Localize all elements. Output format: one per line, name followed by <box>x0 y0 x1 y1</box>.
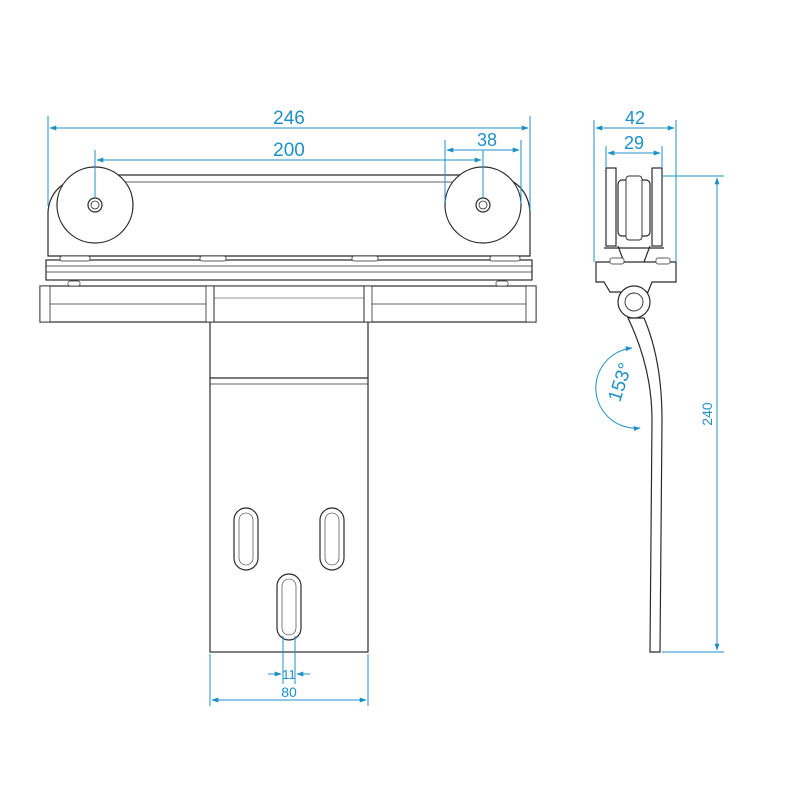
side-arm <box>627 317 663 653</box>
side-view <box>595 167 677 653</box>
base-rail <box>45 259 533 281</box>
side-roller-frame-right <box>651 167 663 247</box>
dim-overall-width: 246 <box>273 108 305 129</box>
dim-slot-width: 11 <box>282 667 296 682</box>
dim-plate-width: 80 <box>281 684 297 700</box>
dim-roller-diameter: 38 <box>477 130 497 150</box>
dim-roller-width: 29 <box>624 133 644 153</box>
side-roller-frame-left <box>605 167 617 247</box>
dim-bend-angle: 153° <box>605 360 637 404</box>
dim-roller-spacing: 200 <box>273 140 305 161</box>
dimension-lines <box>47 116 724 706</box>
dim-side-width: 42 <box>625 108 645 128</box>
front-view <box>39 166 537 653</box>
dim-total-height: 240 <box>699 402 715 426</box>
